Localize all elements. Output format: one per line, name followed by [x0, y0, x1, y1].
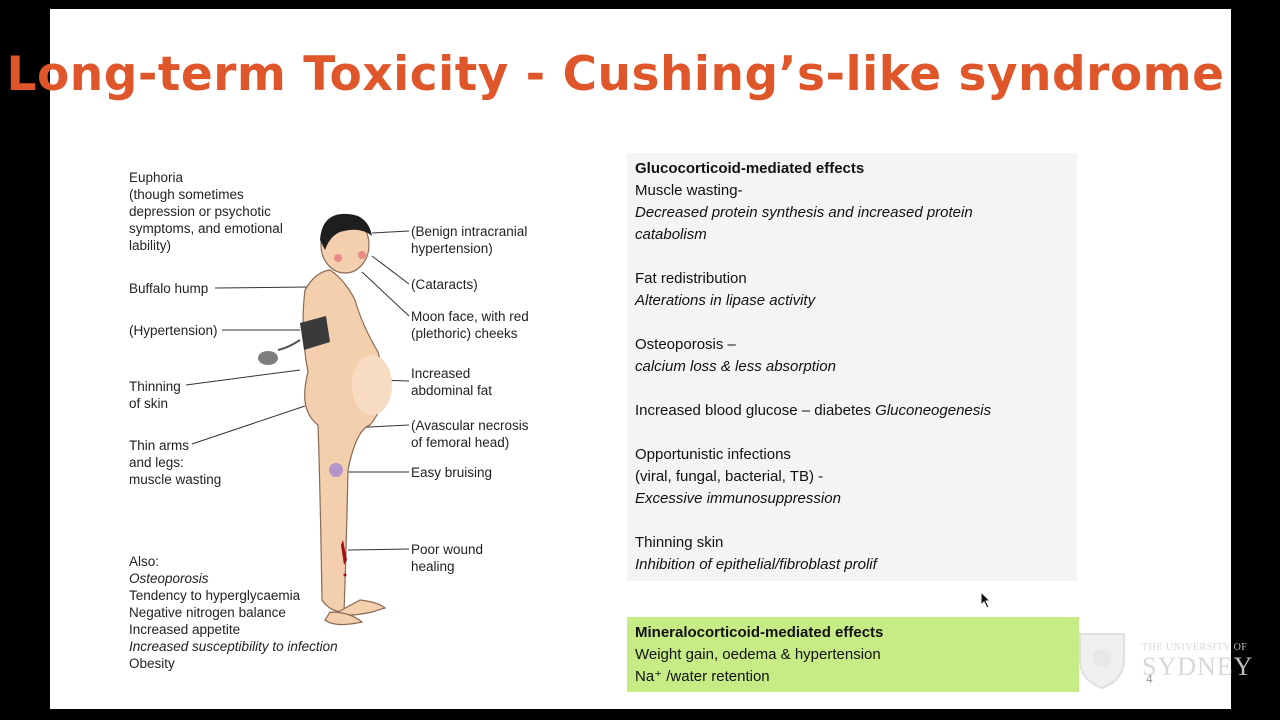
osteoporosis: Osteoporosis –: [635, 336, 736, 353]
page-number: 4: [1146, 672, 1153, 686]
infection-types: (viral, fungal, bacterial, TB) -: [635, 468, 824, 485]
leader-line: [185, 369, 301, 386]
mineralocorticoid-heading: Mineralocorticoid-mediated effects: [635, 624, 884, 641]
mouse-cursor-icon: [980, 591, 992, 609]
cheek-shape: [334, 254, 342, 262]
logo-text-large: SYDNEY: [1142, 652, 1254, 681]
abdomen-shape: [352, 355, 392, 415]
label-bruising: Easy bruising: [411, 465, 493, 480]
glucocorticoid-heading: Glucocorticoid-mediated effects: [635, 160, 865, 177]
label-abdominal-fat: Increased abdominal fat: [411, 366, 493, 398]
infections: Opportunistic infections: [635, 446, 791, 463]
leader-line: [371, 255, 410, 285]
label-euphoria: Euphoria (though sometimes depression or…: [129, 170, 283, 253]
leader-line: [361, 271, 410, 317]
bruise-shape: [329, 463, 343, 477]
also-item: Increased susceptibility to infection: [129, 639, 338, 654]
also-list: Also: Osteoporosis Tendency to hyperglyc…: [129, 553, 338, 672]
leader-line: [371, 230, 410, 234]
label-cataracts: (Cataracts): [411, 277, 478, 292]
label-thin-arms: Thin arms and legs: muscle wasting: [129, 438, 222, 487]
label-hypertension: (Hypertension): [129, 323, 218, 338]
bp-tube-shape: [277, 339, 301, 351]
hair-shape: [320, 213, 372, 250]
label-thinning-skin: Thinning of skin: [129, 379, 181, 411]
leader-line: [191, 405, 306, 445]
mineralocorticoid-line1: Weight gain, oedema & hypertension: [635, 646, 881, 663]
infection-detail: Excessive immunosuppression: [635, 490, 841, 507]
glucocorticoid-box: Glucocorticoid-mediated effects Muscle w…: [627, 153, 1077, 581]
also-item: Osteoporosis: [129, 571, 209, 586]
fat-detail: Alterations in lipase activity: [635, 292, 816, 309]
slide-title: Long-term Toxicity - Cushing’s-like synd…: [6, 47, 1225, 102]
bp-cuff-shape: [300, 316, 330, 350]
cheek-shape: [358, 251, 366, 259]
skin-detail: Inhibition of epithelial/fibroblast prol…: [635, 556, 877, 573]
also-item: Tendency to hyperglycaemia: [129, 588, 301, 603]
label-wound: Poor wound healing: [411, 542, 484, 574]
leader-line: [214, 286, 309, 289]
body-figure: [302, 216, 387, 626]
osteo-detail: calcium loss & less absorption: [635, 358, 836, 375]
label-moon-face: Moon face, with red (plethoric) cheeks: [411, 309, 529, 341]
mineralocorticoid-box: Mineralocorticoid-mediated effects Weigh…: [627, 617, 1079, 692]
also-item: Negative nitrogen balance: [129, 605, 286, 620]
bp-bulb-shape: [258, 351, 278, 365]
logo-text-small: THE UNIVERSITY OF: [1142, 642, 1248, 653]
wound-shape: [341, 540, 347, 565]
also-heading: Also:: [129, 554, 160, 569]
also-item: Obesity: [129, 656, 175, 671]
thinning-skin: Thinning skin: [635, 534, 724, 551]
label-femoral: (Avascular necrosis of femoral head): [411, 418, 529, 450]
label-buffalo-hump: Buffalo hump: [129, 281, 209, 296]
muscle-detail-cont: catabolism: [635, 226, 707, 243]
mineralocorticoid-line2: Na⁺ /water retention: [635, 668, 770, 685]
blood-glucose: Increased blood glucose – diabetes Gluco…: [635, 402, 992, 419]
fat-redistribution: Fat redistribution: [635, 270, 747, 287]
wound-dot-shape: [343, 573, 347, 577]
leader-line: [347, 548, 410, 551]
label-intracranial: (Benign intracranial hypertension): [411, 224, 528, 256]
muscle-wasting: Muscle wasting-: [635, 182, 743, 199]
university-logo: THE UNIVERSITY OF SYDNEY: [1072, 630, 1252, 690]
also-item: Increased appetite: [129, 622, 241, 637]
muscle-detail: Decreased protein synthesis and increase…: [635, 204, 973, 221]
crest-icon: [1079, 633, 1125, 690]
